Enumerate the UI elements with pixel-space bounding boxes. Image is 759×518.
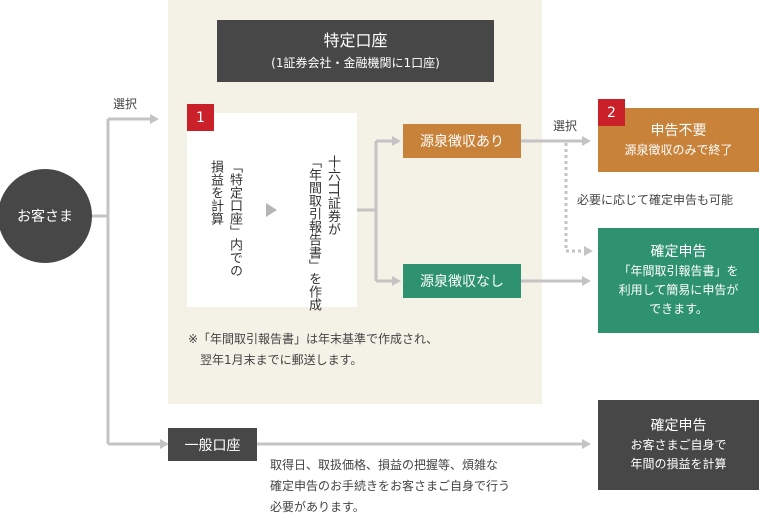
general-note-line3: 必要があります。 (270, 500, 365, 514)
step-1-tag: 1 (187, 104, 214, 131)
arrow-to-general (160, 439, 169, 449)
arrow-dotted (584, 246, 593, 256)
filing-easy-line2: 「年間取引報告書」を (618, 264, 739, 278)
general-account-label: 一般口座 (184, 437, 241, 454)
title-main: 特定口座 (323, 31, 388, 50)
no-filing-title: 申告不要 (650, 122, 707, 139)
profit-calc-text: 「特定口座」内での 損益を計算 (206, 160, 244, 277)
no-filing-sub: 源泉徴収のみで終了 (624, 142, 733, 157)
general-account-box: 一般口座 (168, 428, 257, 461)
footnote: ※「年間取引報告書」は年末基準で作成され、 翌年1月末までに郵送します。 (188, 329, 438, 371)
withholding-no-box: 源泉徴収なし (403, 264, 521, 298)
footnote-line2: 翌年1月末までに郵送します。 (200, 353, 363, 367)
general-note-line1: 取得日、取扱価格、損益の把握等、煩雑な (270, 458, 499, 472)
specific-account-title: 特定口座 (1証券会社・金融機関に1口座) (217, 20, 494, 82)
filing-self-title: 確定申告 (650, 418, 707, 434)
withholding-yes-label: 源泉徴収あり (420, 134, 504, 150)
step-2-number: 2 (607, 104, 616, 121)
arrow-to-fuyo (582, 136, 591, 146)
general-note-line2: 確定申告のお手続きをお客さまご自身で行う (270, 479, 511, 493)
profit-calc-line1: 「特定口座」内での (227, 160, 242, 277)
arrow-to-kakutei (582, 276, 591, 286)
select-label: 選択 (113, 97, 138, 111)
filing-self-box: 確定申告 お客さまご自身で 年間の損益を計算 (598, 400, 759, 490)
report-creation-line2: 「年間取引報告書」を作成 (306, 155, 321, 311)
filing-easy-line4: できます。 (649, 302, 708, 316)
general-account-note: 取得日、取扱価格、損益の把握等、煩雑な 確定申告のお手続きをお客さまご自身で行う… (270, 455, 510, 518)
triangle-arrow-icon (266, 203, 277, 217)
filing-easy-title: 確定申告 (650, 244, 707, 260)
step-1-number: 1 (196, 109, 205, 126)
footnote-line1: ※「年間取引報告書」は年末基準で作成され、 (188, 332, 439, 346)
arrow-to-kakutei-self (582, 439, 591, 449)
filing-self-line2: お客さまご自身で (630, 438, 727, 452)
customer-label: お客さま (17, 209, 73, 225)
filing-easy-box: 確定申告 「年間取引報告書」を 利用して簡易に申告が できます。 (598, 228, 759, 333)
optional-filing-note: 必要に応じて確定申告も可能 (577, 193, 734, 207)
customer-circle: お客さま (0, 169, 92, 263)
filing-easy-line3: 利用して簡易に申告が (618, 283, 739, 297)
report-creation-line1: 十六TT証券が (325, 155, 340, 236)
arrow-to-specific (150, 114, 159, 124)
profit-calc-line2: 損益を計算 (208, 160, 223, 225)
filing-self-line3: 年間の損益を計算 (630, 457, 727, 471)
withholding-no-label: 源泉徴収なし (420, 274, 504, 290)
withholding-yes-box: 源泉徴収あり (403, 124, 521, 158)
arrow-to-ari (392, 136, 401, 146)
select-label-2: 選択 (553, 119, 578, 133)
arrow-to-nashi (392, 276, 401, 286)
report-creation-text: 十六TT証券が 「年間取引報告書」を作成 (304, 155, 342, 311)
title-sub: (1証券会社・金融機関に1口座) (271, 56, 440, 70)
step-2-tag: 2 (598, 99, 625, 126)
